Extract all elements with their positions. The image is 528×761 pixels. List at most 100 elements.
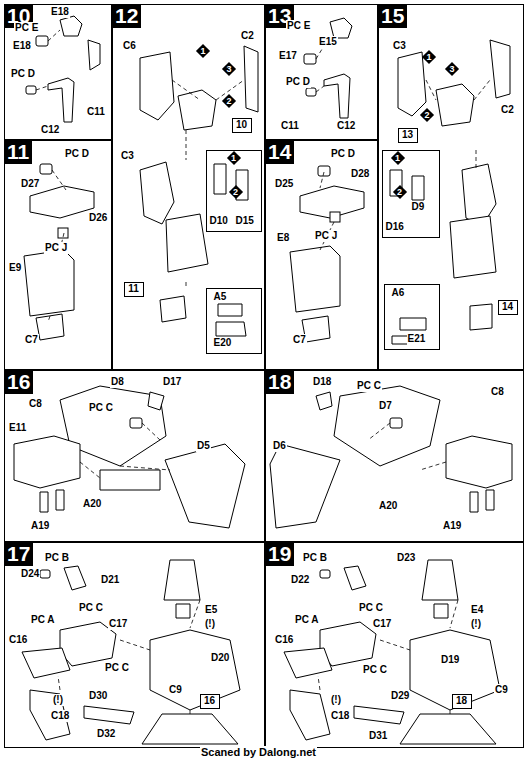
part-number: C16 <box>274 634 294 646</box>
part-number: C7 <box>24 334 39 346</box>
order-number: 2 <box>222 94 236 108</box>
part-number: A20 <box>378 500 398 512</box>
order-number: 1 <box>227 151 241 165</box>
order-number: 1 <box>391 151 405 165</box>
part-number: D5 <box>196 440 211 452</box>
part-number: D26 <box>88 212 108 224</box>
part-number: D24 <box>20 568 40 580</box>
step-panel: 11 <box>4 140 112 370</box>
reference-number: 18 <box>456 695 467 707</box>
part-number: E18 <box>12 40 32 52</box>
part-number: PC C <box>104 662 130 674</box>
part-number: C2 <box>500 104 515 116</box>
part-number: D16 <box>385 221 405 233</box>
part-number: PC C <box>358 602 384 614</box>
part-number: A19 <box>30 520 50 532</box>
reference-box: 10 <box>232 118 252 133</box>
part-number: PC B <box>44 552 70 564</box>
detail-inset: 12D9D16 <box>382 150 440 238</box>
part-number: D19 <box>440 654 460 666</box>
part-number: PC J <box>44 242 68 254</box>
reference-number: 10 <box>236 119 247 131</box>
detail-inset: A6E21 <box>384 284 440 350</box>
order-number: 3 <box>445 62 459 76</box>
order-number: 1 <box>422 50 436 64</box>
part-number: C2 <box>240 30 255 42</box>
part-number: (!) <box>330 694 342 706</box>
part-number: D20 <box>210 652 230 664</box>
part-number: C18 <box>50 710 70 722</box>
part-number: C8 <box>28 398 43 410</box>
part-number: D29 <box>390 690 410 702</box>
part-number: E15 <box>318 36 338 48</box>
part-number: E4 <box>470 604 484 616</box>
step-number: 16 <box>4 370 33 394</box>
step-number: 19 <box>265 542 294 566</box>
part-number: D9 <box>411 201 426 213</box>
part-number: C18 <box>330 710 350 722</box>
part-number: D31 <box>368 730 388 742</box>
step-number: 12 <box>112 4 141 28</box>
part-number: E9 <box>8 262 22 274</box>
part-number: E20 <box>213 337 233 349</box>
part-number: PC C <box>356 380 382 392</box>
reference-number: 13 <box>402 129 413 141</box>
part-number: D27 <box>20 178 40 190</box>
part-number: C7 <box>292 334 307 346</box>
part-number: D15 <box>235 215 255 227</box>
step-number: 14 <box>265 140 294 164</box>
step-panel: 1918 <box>265 542 524 748</box>
part-number: A6 <box>391 287 406 299</box>
part-number: D23 <box>396 552 416 564</box>
reference-box: 14 <box>498 300 518 315</box>
part-number: D10 <box>209 215 229 227</box>
part-number: D18 <box>312 376 332 388</box>
part-number: C8 <box>490 386 505 398</box>
part-number: C17 <box>372 618 392 630</box>
part-number: C11 <box>86 106 106 118</box>
part-number: D6 <box>272 440 287 452</box>
part-number: E5 <box>204 604 218 616</box>
part-number: PC D <box>330 148 356 160</box>
part-number: A19 <box>442 520 462 532</box>
part-number: D22 <box>290 574 310 586</box>
part-number: D25 <box>274 178 294 190</box>
part-number: E11 <box>8 422 27 434</box>
order-number: 3 <box>222 62 236 76</box>
reference-box: 13 <box>398 128 418 143</box>
step-panel: 1716 <box>4 542 265 748</box>
reference-number: 16 <box>204 695 215 707</box>
step-number: 17 <box>4 542 33 566</box>
step-panel: 18 <box>265 370 524 542</box>
order-number: 2 <box>229 185 243 199</box>
reference-box: 16 <box>200 694 220 709</box>
part-number: E8 <box>276 232 290 244</box>
part-number: (!) <box>52 694 64 706</box>
reference-box: 18 <box>452 694 472 709</box>
detail-inset: 1 2D10 D15 <box>206 150 262 232</box>
step-number: 11 <box>4 140 32 164</box>
step-panel: 1512D9D161314A6E21 <box>378 4 524 370</box>
part-number: PC E <box>14 22 39 34</box>
part-number: D32 <box>96 728 116 740</box>
part-number: D7 <box>378 400 393 412</box>
part-number: C6 <box>122 40 137 52</box>
part-number: D21 <box>100 574 120 586</box>
part-number: C12 <box>336 120 356 132</box>
part-number: A5 <box>213 291 228 303</box>
reference-box: 11 <box>124 282 144 297</box>
part-number: D8 <box>110 376 125 388</box>
reference-number: 14 <box>502 301 513 313</box>
part-number: C17 <box>108 618 128 630</box>
part-number: D30 <box>88 690 108 702</box>
order-number: 2 <box>420 108 434 122</box>
part-number: PC D <box>10 68 36 80</box>
part-number: PC D <box>285 76 311 88</box>
reference-number: 11 <box>128 283 139 295</box>
part-number: C9 <box>168 684 183 696</box>
part-number: D28 <box>350 168 370 180</box>
part-number: C12 <box>40 124 60 136</box>
part-number: PC C <box>88 402 114 414</box>
